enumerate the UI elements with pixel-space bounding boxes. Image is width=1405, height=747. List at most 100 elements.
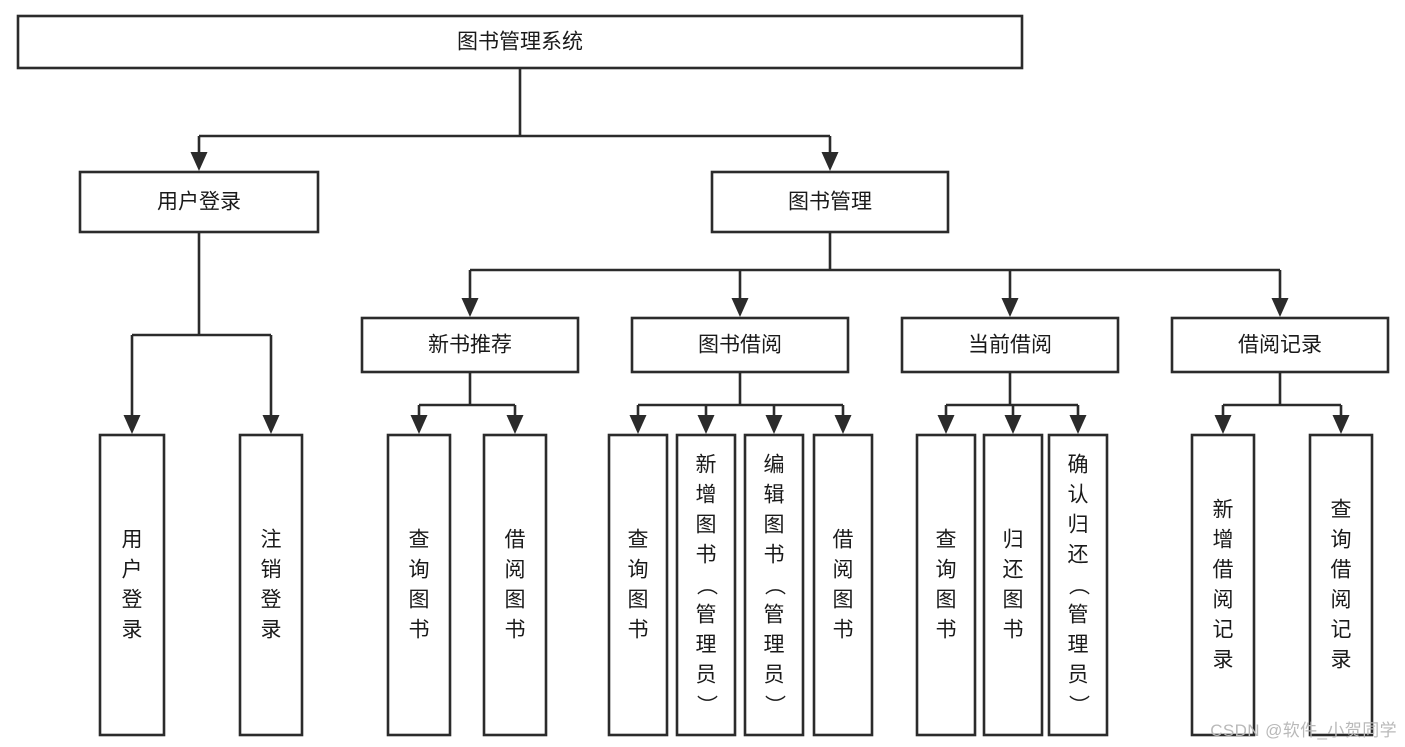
node-label-char: 询 — [1331, 529, 1352, 552]
node-label: 用户登录 — [157, 191, 241, 214]
node-label: 图书借阅 — [698, 334, 782, 357]
node-box[interactable] — [482, 433, 548, 737]
node-label-char: 销 — [261, 559, 282, 582]
node-label-char: 增 — [696, 484, 717, 507]
node-label-char: 增 — [1213, 529, 1234, 552]
node-box[interactable] — [386, 433, 452, 737]
node-box[interactable] — [900, 316, 1120, 374]
node-box[interactable] — [675, 433, 737, 737]
node-label-char: 注 — [261, 529, 282, 552]
arrow-head — [262, 415, 280, 434]
node-current-borrow[interactable]: 当前借阅 — [900, 316, 1120, 374]
node-label-char: 查 — [409, 529, 430, 552]
arrow-head — [731, 298, 749, 317]
node-box[interactable] — [1190, 433, 1256, 737]
node-label-char: 还 — [1068, 544, 1089, 567]
arrow-head — [1214, 415, 1232, 434]
node-box[interactable] — [1170, 316, 1390, 374]
node-box[interactable] — [710, 170, 950, 234]
node-label: 当前借阅 — [968, 334, 1052, 357]
arrow-head — [461, 298, 479, 317]
arrow-head — [937, 415, 955, 434]
node-box[interactable] — [630, 316, 850, 374]
node-book-management[interactable]: 图书管理 — [710, 170, 950, 234]
node-label-char: 理 — [764, 634, 785, 657]
node-box[interactable] — [16, 14, 1024, 70]
node-label-char: 归 — [1003, 529, 1024, 552]
node-root[interactable]: 图书管理系统 — [16, 14, 1024, 70]
node-label-char: 员 — [696, 664, 717, 687]
node-label-char: 认 — [1068, 484, 1089, 507]
node-label-char: 确 — [1068, 454, 1089, 477]
node-label-char: 借 — [505, 529, 526, 552]
node-label-char: 图 — [936, 589, 957, 612]
node-box[interactable] — [743, 433, 805, 737]
node-label-char: 还 — [1003, 559, 1024, 582]
arrow-head — [1271, 298, 1289, 317]
node-user-login[interactable]: 用户登录 — [78, 170, 320, 234]
arrow-head — [834, 415, 852, 434]
node-new-book-recommend[interactable]: 新书推荐 — [360, 316, 580, 374]
node-box[interactable] — [98, 433, 166, 737]
node-label-char: 录 — [261, 619, 282, 642]
node-box[interactable] — [238, 433, 304, 737]
node-label-char: 书 — [696, 544, 717, 567]
node-label-char: 阅 — [1213, 589, 1234, 612]
node-label-char: （ — [1067, 575, 1090, 596]
node-label-char: 管 — [1068, 604, 1089, 627]
node-label-char: （ — [695, 575, 718, 596]
node-label-char: 图 — [505, 589, 526, 612]
node-box[interactable] — [982, 433, 1044, 737]
node-label-char: 理 — [1068, 634, 1089, 657]
node-label-char: 新 — [1213, 499, 1234, 522]
node-box[interactable] — [360, 316, 580, 374]
node-label-char: 查 — [1331, 499, 1352, 522]
node-label: 借阅记录 — [1238, 334, 1322, 357]
node-label-char: 管 — [696, 604, 717, 627]
node-label-char: 编 — [764, 454, 785, 477]
node-label-char: 员 — [1068, 664, 1089, 687]
node-label-char: 书 — [833, 619, 854, 642]
connectors-layer — [123, 68, 1350, 434]
node-label-char: 图 — [764, 514, 785, 537]
node-box[interactable] — [812, 433, 874, 737]
node-label-char: 阅 — [833, 559, 854, 582]
node-box[interactable] — [1308, 433, 1374, 737]
node-label-char: 理 — [696, 634, 717, 657]
node-label-char: ） — [695, 695, 718, 716]
node-label-char: 录 — [1213, 649, 1234, 672]
node-label-char: 借 — [833, 529, 854, 552]
node-box[interactable] — [607, 433, 669, 737]
node-label-char: （ — [763, 575, 786, 596]
node-box[interactable] — [78, 170, 320, 234]
node-book-borrow[interactable]: 图书借阅 — [630, 316, 850, 374]
node-label-char: 录 — [122, 619, 143, 642]
node-label-char: 记 — [1213, 619, 1234, 642]
node-label-char: 借 — [1213, 559, 1234, 582]
node-box[interactable] — [1047, 433, 1109, 737]
node-label-char: 录 — [1331, 649, 1352, 672]
node-borrow-records[interactable]: 借阅记录 — [1170, 316, 1390, 374]
node-label-char: 登 — [122, 589, 143, 612]
node-box[interactable] — [915, 433, 977, 737]
node-user-login-action[interactable]: 用户登录 — [98, 433, 166, 737]
arrow-head — [190, 152, 208, 171]
node-label-char: 管 — [764, 604, 785, 627]
node-label-char: 询 — [936, 559, 957, 582]
arrow-head — [1332, 415, 1350, 434]
arrow-head — [410, 415, 428, 434]
arrow-head — [123, 415, 141, 434]
